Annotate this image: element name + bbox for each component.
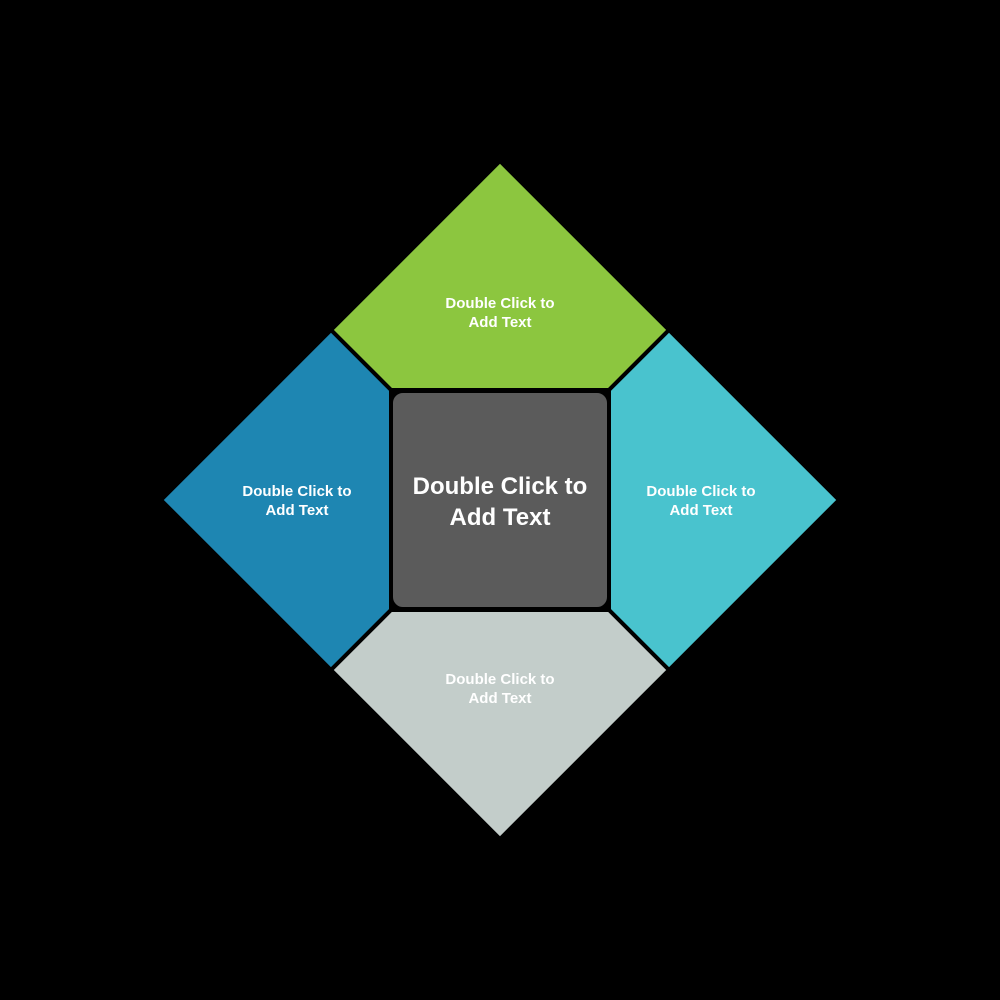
quadrant-bottom-label[interactable]: Double Click to Add Text [445, 670, 555, 707]
quadrant-top-label[interactable]: Double Click to Add Text [445, 294, 555, 331]
quadrant-right-label[interactable]: Double Click to Add Text [646, 482, 756, 519]
center-square-label[interactable]: Double Click to Add Text [412, 472, 588, 531]
quadrant-bottom-shape[interactable] [328, 608, 672, 842]
center-square-shape[interactable] [389, 389, 611, 611]
quadrant-top-shape[interactable] [328, 158, 672, 392]
quadrant-left-label[interactable]: Double Click to Add Text [242, 482, 352, 519]
